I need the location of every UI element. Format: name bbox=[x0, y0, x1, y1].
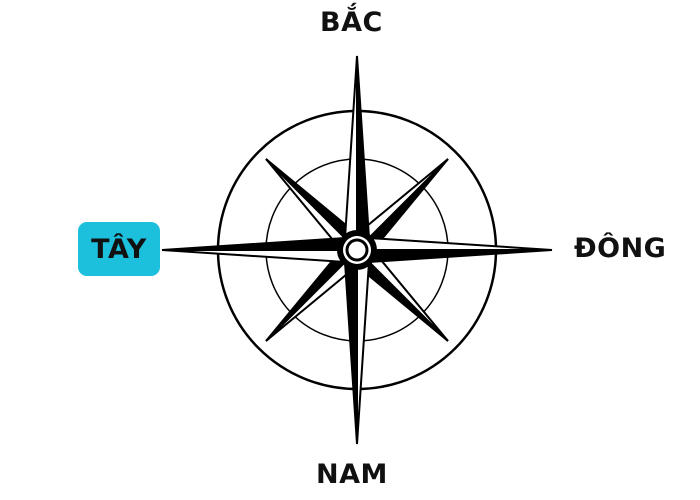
south-point-dark bbox=[343, 247, 358, 445]
label-south: NAM bbox=[316, 459, 388, 490]
label-west-highlighted: TÂY bbox=[78, 222, 160, 276]
label-east: ĐÔNG bbox=[574, 233, 667, 264]
label-north: BẮC bbox=[320, 7, 383, 38]
west-point-dark bbox=[161, 236, 360, 251]
south-point-light bbox=[356, 247, 371, 445]
label-west-text: TÂY bbox=[91, 233, 147, 265]
north-point-light bbox=[343, 55, 358, 253]
east-point-dark bbox=[354, 249, 553, 264]
west-point-light bbox=[161, 249, 360, 264]
east-point-light bbox=[354, 236, 553, 251]
compass-center-dot bbox=[345, 238, 369, 262]
north-point-dark bbox=[356, 55, 371, 253]
